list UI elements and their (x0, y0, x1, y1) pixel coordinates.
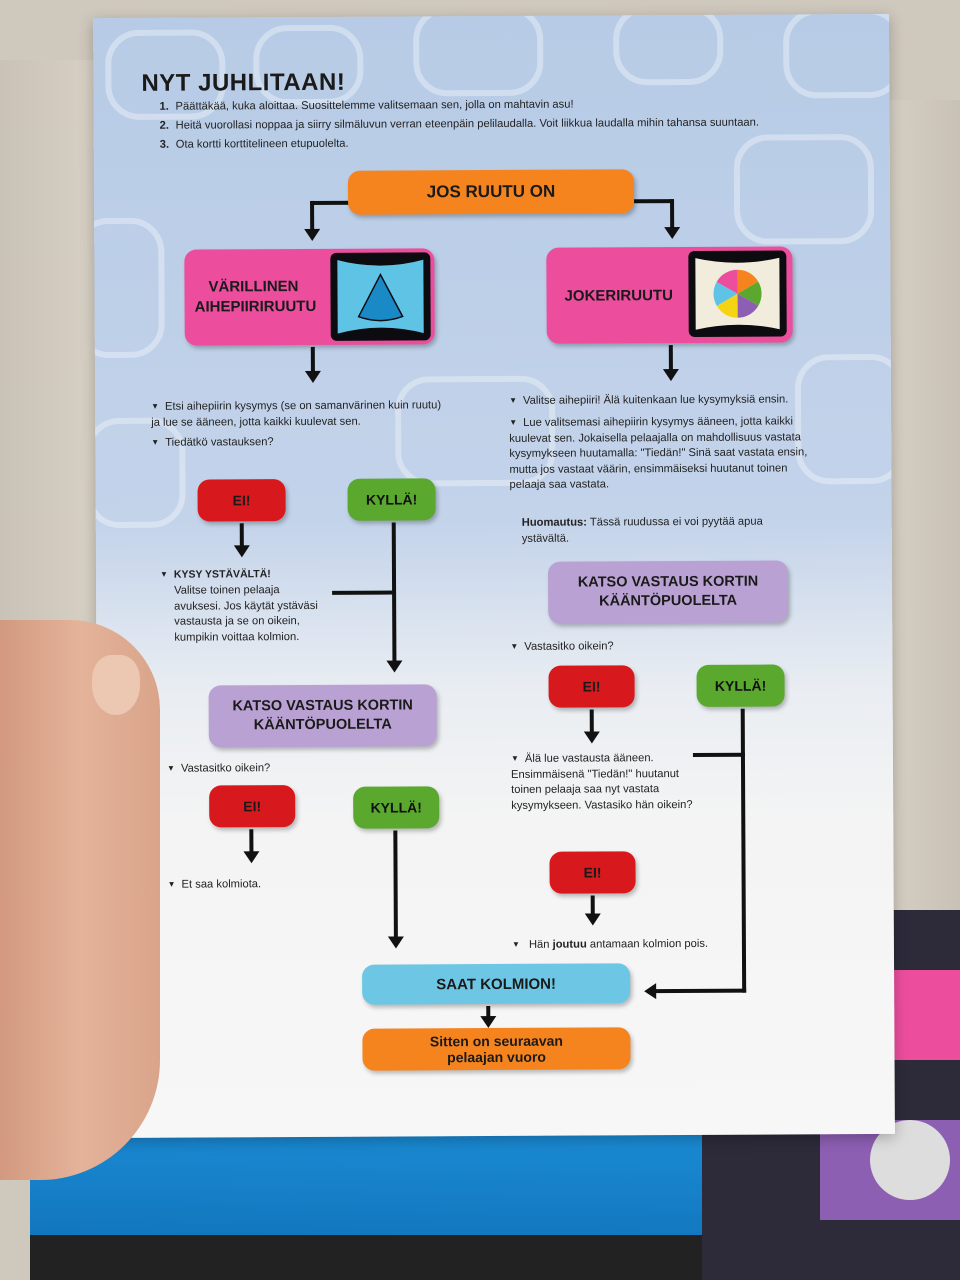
note-text: Huomautus: Tässä ruudussa ei voi pyytää … (521, 515, 763, 545)
left-no-button: EI! (197, 479, 286, 522)
no-triangle-text: Et saa kolmiota. (168, 877, 328, 893)
left-instruction-2: Tiedätkö vastauksen? (151, 434, 451, 451)
color-wheel-icon (688, 250, 787, 337)
get-triangle-box: SAAT KOLMION! (362, 963, 631, 1005)
other-player-text: Älä lue vastausta ääneen. Ensimmäisenä "… (511, 751, 711, 814)
page-title: NYT JUHLITAAN! (141, 68, 346, 97)
right-no-button: EI! (548, 665, 635, 708)
steps-list: 1.Päättäkää, kuka aloittaa. Suosittelemm… (159, 95, 759, 155)
next-turn-box: Sitten on seuraavan pelaajan vuoro (362, 1027, 631, 1071)
right-instruction-2: Lue valitsemasi aihepiirin kysymys äänee… (509, 414, 819, 493)
right-check-answer-box: KATSO VASTAUS KORTIN KÄÄNTÖPUOLELTA (547, 560, 789, 624)
ask-friend-text: Valitse toinen pelaaja avuksesi. Jos käy… (174, 584, 318, 644)
triangle-wedge-icon (330, 252, 431, 341)
instruction-sheet: NYT JUHLITAAN! 1.Päättäkää, kuka aloitta… (93, 13, 895, 1139)
thumbnail (92, 655, 140, 715)
step-item: 2.Heitä vuorollasi noppaa ja siirry silm… (159, 116, 760, 132)
left-no2-button: EI! (209, 785, 296, 828)
right-correct-question: Vastasitko oikein? (510, 639, 690, 655)
ask-friend-title: KYSY YSTÄVÄLTÄ! (160, 567, 330, 583)
left-yes-button: KYLLÄ! (347, 478, 436, 521)
step-item: 3.Ota kortti korttitelineen etupuolelta. (159, 137, 349, 151)
left-correct-question: Vastasitko oikein? (167, 761, 327, 777)
right-no2-button: EI! (549, 851, 636, 894)
lose-triangle-text: Hän joutuu antamaan kolmion pois. (512, 937, 772, 954)
right-yes-button: KYLLÄ! (696, 664, 785, 707)
left-yes2-button: KYLLÄ! (353, 786, 440, 829)
left-instruction-1: Etsi aihepiirin kysymys (se on samanväri… (151, 398, 451, 431)
game-box-bottom (30, 1235, 702, 1280)
left-check-answer-box: KATSO VASTAUS KORTIN KÄÄNTÖPUOLELTA (208, 684, 437, 748)
right-instruction-1: Valitse aihepiiri! Älä kuitenkaan lue ky… (509, 392, 849, 409)
if-square-box: JOS RUUTU ON (347, 169, 635, 215)
hand (0, 620, 160, 1180)
